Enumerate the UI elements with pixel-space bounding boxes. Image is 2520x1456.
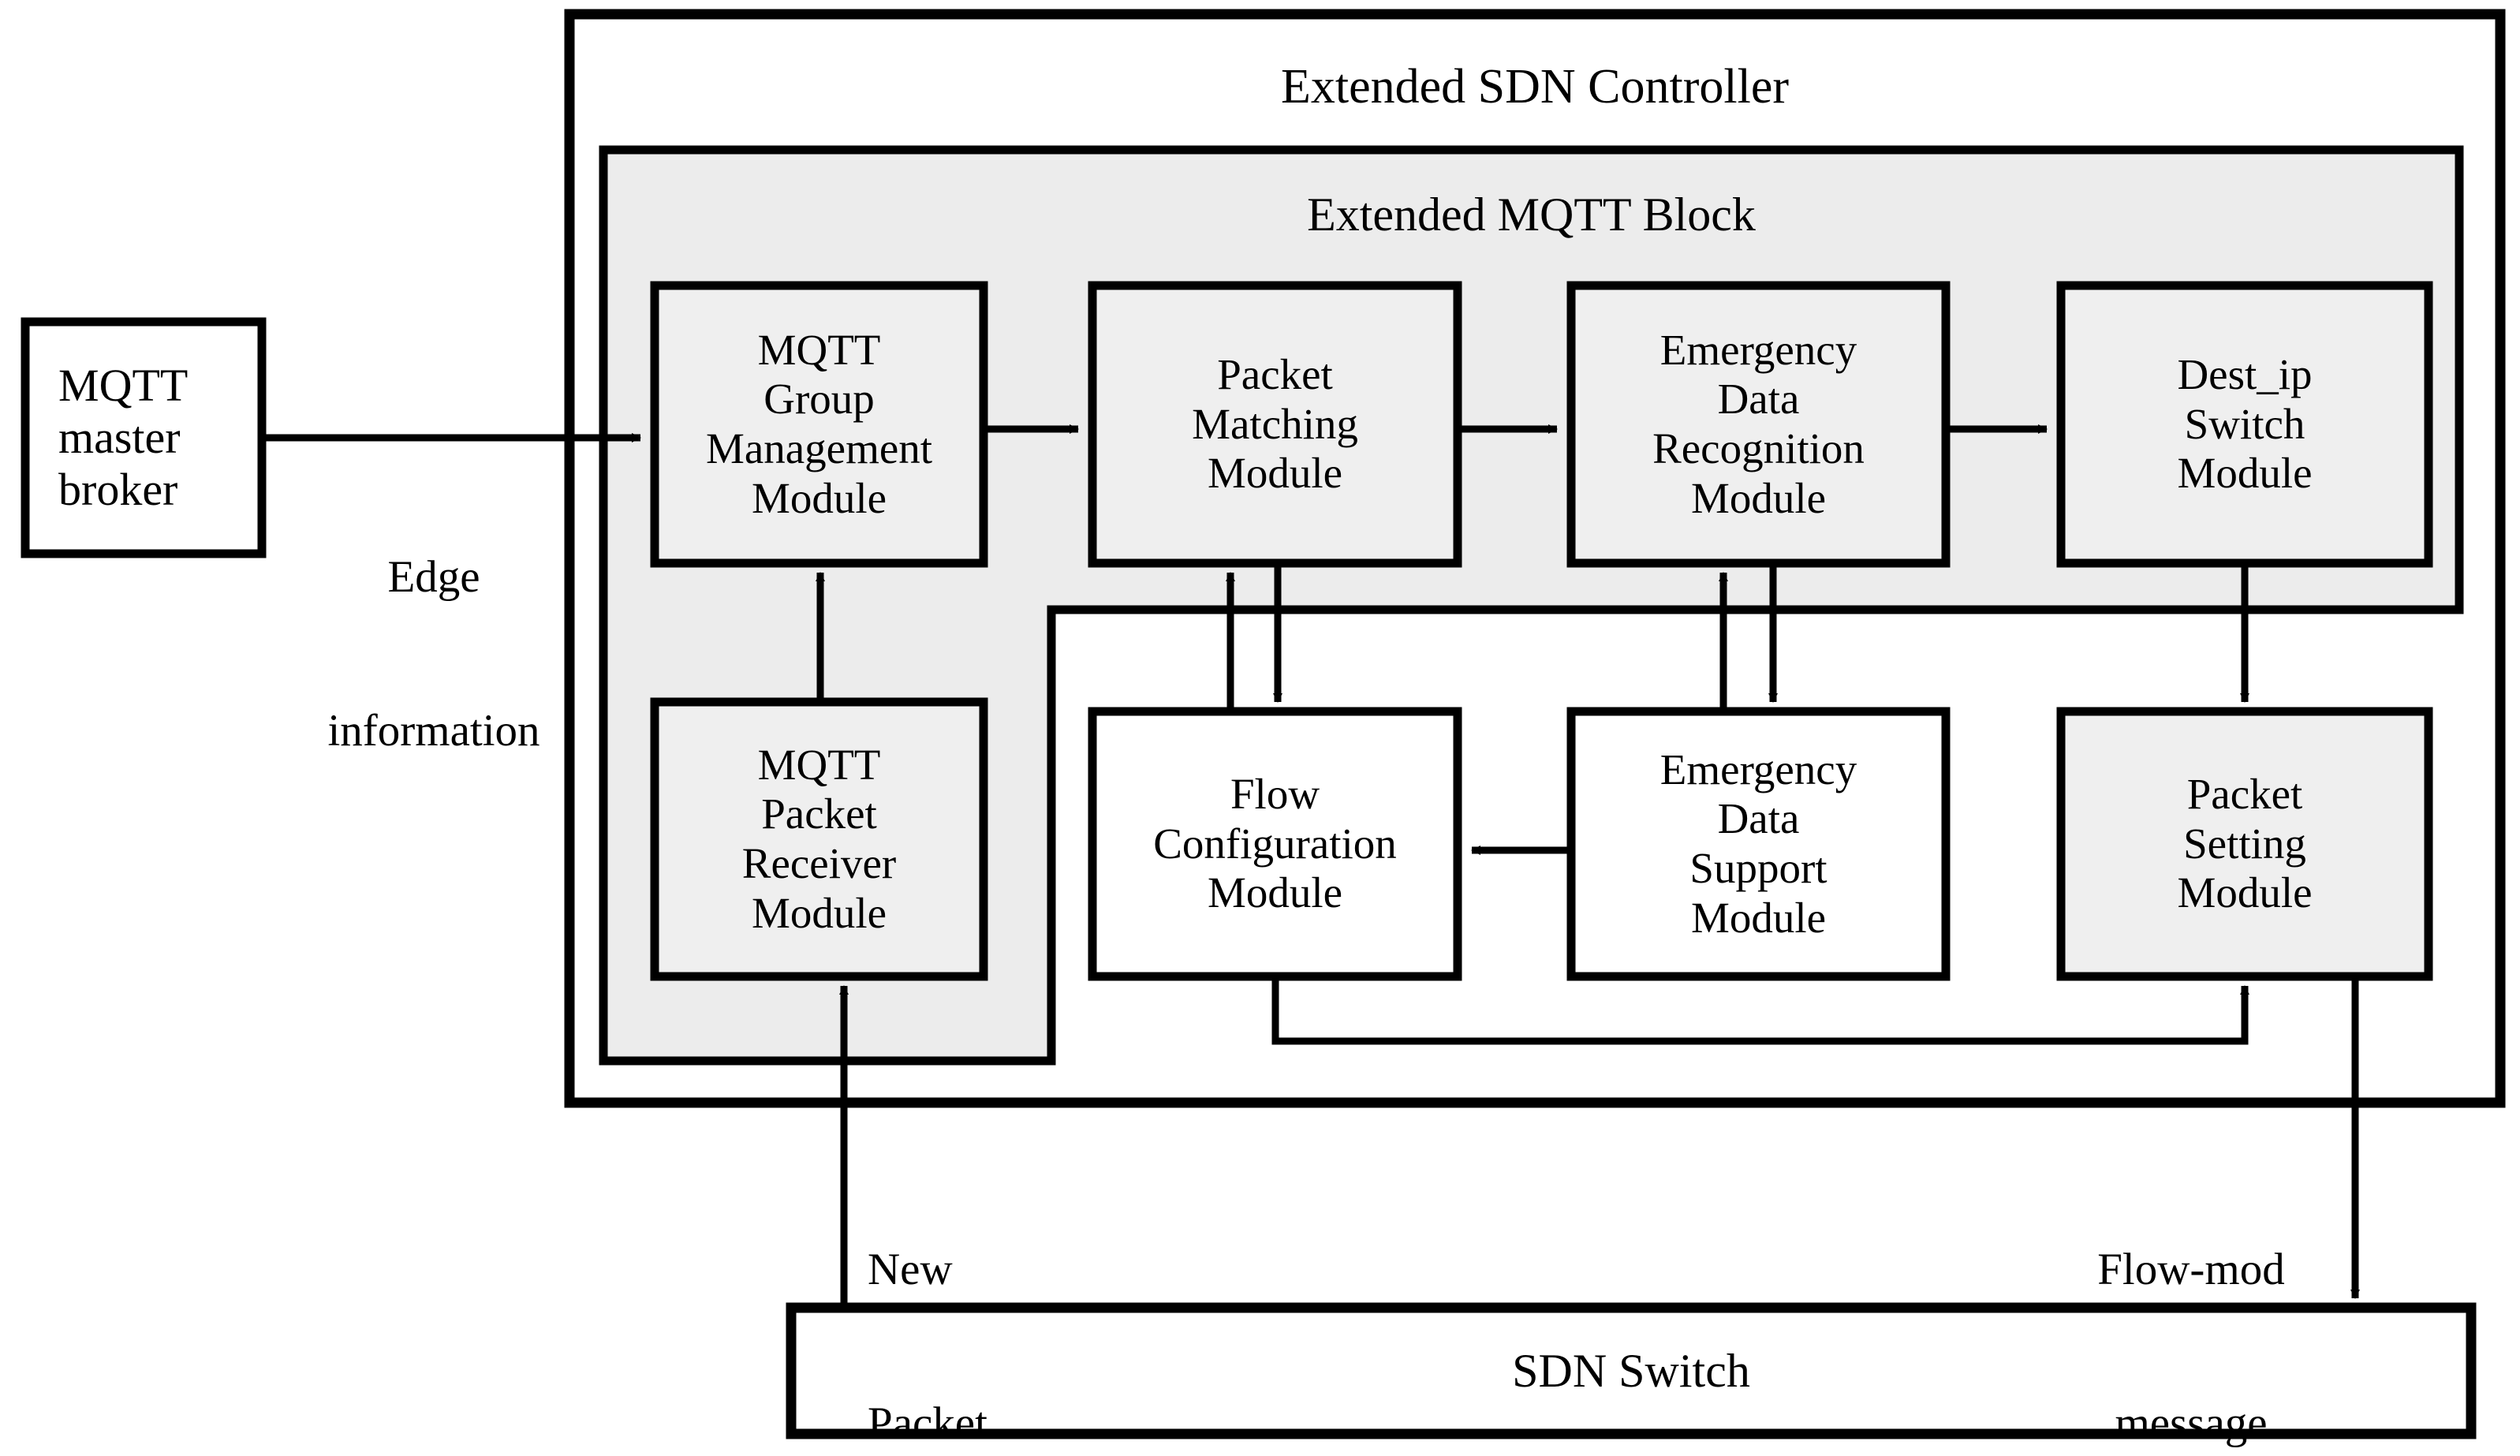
edge-information-label: Edge information bbox=[276, 450, 592, 860]
packet-setting-module-box bbox=[2056, 707, 2433, 981]
sdn-switch-box bbox=[786, 1302, 2477, 1439]
mqtt-packet-receiver-module-box bbox=[650, 697, 988, 981]
new-packet-label: New Packet bbox=[868, 1142, 1183, 1456]
dest-ip-switch-module-box bbox=[2056, 281, 2433, 568]
extended-sdn-controller-title: Extended SDN Controller bbox=[1280, 60, 1789, 114]
flow-mod-message-label: Flow-mod message bbox=[2041, 1142, 2341, 1456]
mqtt-group-management-module-box bbox=[650, 281, 988, 568]
flow-mod-message-line-1: Flow-mod bbox=[2097, 1244, 2285, 1294]
connector-flow-config-to-packet-setting bbox=[1271, 976, 2249, 1045]
new-packet-line-2: Packet bbox=[868, 1398, 987, 1448]
new-packet-line-1: New bbox=[868, 1244, 953, 1294]
emergency-data-support-module-box bbox=[1566, 707, 1951, 981]
edge-information-line-1: Edge bbox=[387, 551, 480, 602]
extended-mqtt-block-panel bbox=[599, 145, 2464, 1066]
mqtt-master-broker-box bbox=[21, 317, 267, 558]
packet-matching-module-box bbox=[1088, 281, 1462, 568]
flow-configuration-module-box bbox=[1088, 707, 1462, 981]
extended-mqtt-block-title: Extended MQTT Block bbox=[1307, 189, 1756, 241]
emergency-data-recognition-module-box bbox=[1566, 281, 1951, 568]
flow-mod-message-line-2: message bbox=[2115, 1398, 2268, 1448]
edge-information-line-2: information bbox=[327, 705, 540, 756]
